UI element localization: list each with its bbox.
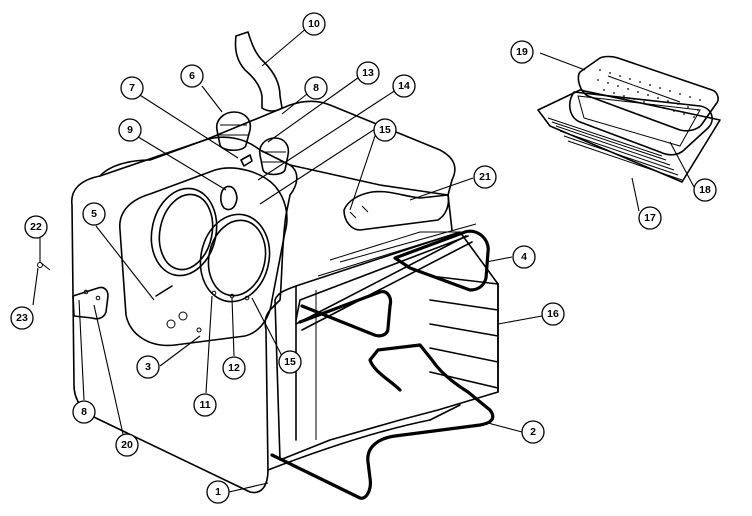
callout-6: 6 bbox=[180, 64, 204, 88]
callout-4: 4 bbox=[512, 245, 536, 269]
callout-13-label: 13 bbox=[362, 67, 374, 79]
callout-1: 1 bbox=[206, 480, 230, 504]
callout-7: 7 bbox=[120, 76, 144, 100]
callout-22-label: 22 bbox=[30, 221, 42, 233]
callout-14-label: 14 bbox=[398, 80, 410, 92]
callout-3-label: 3 bbox=[145, 361, 151, 373]
callout-16-label: 16 bbox=[547, 308, 559, 320]
oven-cabinet bbox=[71, 100, 499, 494]
callout-18: 18 bbox=[693, 178, 717, 202]
callout-8-top-label: 8 bbox=[313, 82, 319, 94]
callout-15-front-label: 15 bbox=[284, 356, 296, 368]
callout-20-label: 20 bbox=[121, 439, 133, 451]
callout-13: 13 bbox=[356, 61, 380, 85]
callout-2-label: 2 bbox=[530, 426, 536, 438]
callout-23: 23 bbox=[10, 306, 34, 330]
callout-18-label: 18 bbox=[699, 184, 711, 196]
callout-12: 12 bbox=[222, 356, 246, 380]
callout-10: 10 bbox=[302, 12, 326, 36]
callout-20: 20 bbox=[115, 433, 139, 457]
broiler-pan-assembly bbox=[537, 55, 721, 183]
callout-4-label: 4 bbox=[521, 251, 527, 263]
callout-15-top-label: 15 bbox=[379, 124, 391, 136]
callout-2: 2 bbox=[521, 420, 545, 444]
callout-8-side-label: 8 bbox=[81, 406, 87, 418]
insulation-piece bbox=[343, 190, 450, 231]
callout-6-label: 6 bbox=[189, 70, 195, 82]
callout-16: 16 bbox=[541, 302, 565, 326]
callout-21-label: 21 bbox=[479, 171, 491, 183]
callout-3: 3 bbox=[136, 355, 160, 379]
callout-14: 14 bbox=[392, 74, 416, 98]
callout-9: 9 bbox=[118, 118, 142, 142]
control-panel bbox=[119, 167, 288, 347]
leader-lines bbox=[32, 26, 695, 493]
callout-1-label: 1 bbox=[215, 486, 221, 498]
callout-7-label: 7 bbox=[129, 82, 135, 94]
callout-19-label: 19 bbox=[516, 46, 528, 58]
callout-17: 17 bbox=[638, 206, 662, 230]
callout-15-front: 15 bbox=[278, 350, 302, 374]
top-fittings bbox=[215, 31, 290, 176]
side-bracket bbox=[37, 262, 109, 320]
callout-11: 11 bbox=[193, 393, 217, 417]
callout-19: 19 bbox=[510, 40, 534, 64]
callout-8-top: 8 bbox=[304, 76, 328, 100]
callout-8-side: 8 bbox=[72, 400, 96, 424]
callout-11-label: 11 bbox=[199, 399, 210, 411]
callout-5: 5 bbox=[82, 202, 106, 226]
callout-21: 21 bbox=[473, 165, 497, 189]
callout-23-label: 23 bbox=[16, 312, 28, 324]
callout-12-label: 12 bbox=[228, 362, 240, 374]
oven-rack-and-element bbox=[270, 223, 499, 500]
callout-10-label: 10 bbox=[308, 18, 320, 30]
callout-22: 22 bbox=[24, 215, 48, 239]
callout-5-label: 5 bbox=[91, 208, 97, 220]
callout-15-top: 15 bbox=[373, 118, 397, 142]
callout-9-label: 9 bbox=[127, 124, 133, 136]
callout-17-label: 17 bbox=[644, 212, 656, 224]
